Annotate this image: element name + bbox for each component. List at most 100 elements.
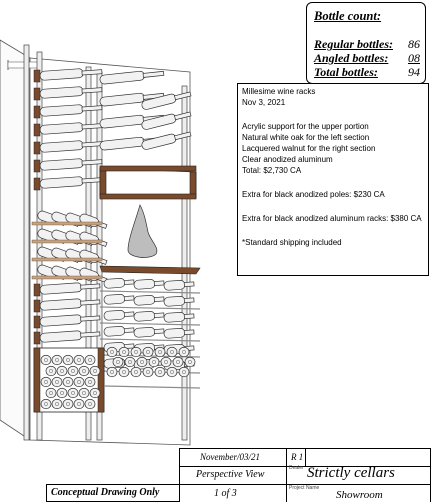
bottle-end: [89, 365, 101, 377]
bottle-end: [166, 366, 178, 378]
bottle: [39, 140, 103, 153]
bottle-punt: [88, 402, 92, 406]
bottle-body: [103, 309, 126, 321]
wood-cap: [33, 159, 41, 173]
bottle-punt: [170, 350, 174, 354]
bottle: [133, 310, 165, 322]
bottle-end: [106, 366, 118, 378]
bottle-punt: [66, 358, 70, 362]
bottle-neck: [123, 327, 135, 333]
notes-line: Extra for black anodized aluminum racks:…: [242, 214, 422, 223]
bottle: [103, 325, 135, 337]
bottle-end: [40, 354, 52, 366]
bottle-neck: [80, 315, 101, 322]
bottle-end: [73, 398, 85, 410]
bottle-neck: [81, 159, 103, 166]
wood-cap: [33, 87, 41, 101]
rack-pole: [36, 51, 43, 441]
aluminum-rack-rail: [99, 290, 201, 294]
bottle-neck: [153, 312, 165, 318]
bottle: [99, 92, 165, 107]
bottle-end: [51, 354, 63, 366]
bottle-end: [62, 398, 74, 410]
bottle: [163, 327, 195, 339]
bottle-end: [124, 356, 136, 368]
bottle: [163, 295, 195, 307]
drawing-date: November/03/21: [200, 452, 260, 462]
wood-cap: [33, 283, 41, 297]
display-box-bottom: [99, 193, 197, 200]
bottle-end: [154, 346, 166, 358]
bottle-neck: [153, 296, 165, 302]
bottle-body: [133, 278, 156, 290]
bottle-punt: [122, 350, 126, 354]
bottle-end: [112, 356, 124, 368]
wood-cap: [33, 69, 41, 83]
bottle-punt: [116, 360, 120, 364]
bottle-end: [40, 376, 52, 388]
bottle-count-box: Bottle count: Regular bottles: 86 Angled…: [306, 2, 426, 84]
oak-rail: [31, 239, 103, 244]
bottle-punt: [44, 380, 48, 384]
title-block-divider: [286, 448, 287, 502]
bottle-end: [184, 356, 196, 368]
bottle-end: [56, 387, 68, 399]
bottle-punt: [55, 402, 59, 406]
bottle-punt: [152, 360, 156, 364]
bottle-end: [154, 366, 166, 378]
bottle: [133, 326, 165, 338]
bottle-body: [133, 310, 156, 322]
bottle-body: [163, 295, 186, 307]
dealer-caption: Dealer: [289, 465, 304, 471]
wood-cap: [33, 141, 41, 155]
regular-bottles-label: Regular bottles:: [314, 37, 394, 51]
bottle-punt: [66, 402, 70, 406]
bottle-punt: [44, 358, 48, 362]
bottle-body: [133, 294, 156, 306]
bottle-end: [166, 346, 178, 358]
bottle-neck: [142, 70, 165, 78]
bottle-end: [51, 398, 63, 410]
angled-bottle: [141, 131, 192, 150]
angled-bottle: [141, 111, 192, 130]
bottle-neck: [123, 295, 135, 301]
bottle-end: [67, 365, 79, 377]
bottle-end: [130, 366, 142, 378]
regular-bottles-value: 86: [408, 37, 420, 51]
bottle-punt: [122, 370, 126, 374]
bottle-punt: [66, 380, 70, 384]
bottle-punt: [146, 350, 150, 354]
bottle-end: [51, 376, 63, 388]
bottle-punt: [146, 370, 150, 374]
bottle-end: [45, 365, 57, 377]
bottle-punt: [49, 391, 53, 395]
angled-bottles-value: 08: [408, 51, 420, 65]
bottle-punt: [71, 369, 75, 373]
bottle-punt: [77, 402, 81, 406]
bottle-neck: [123, 343, 135, 349]
bottle-punt: [93, 369, 97, 373]
bottle-punt: [134, 350, 138, 354]
bottle-punt: [182, 350, 186, 354]
bottle-end: [73, 376, 85, 388]
bottle-end: [78, 387, 90, 399]
bottle-punt: [170, 370, 174, 374]
bottle-punt: [55, 380, 59, 384]
bottle-neck: [174, 131, 192, 141]
bottle-end: [142, 346, 154, 358]
total-bottles-value: 94: [408, 65, 420, 79]
oak-rail: [31, 221, 103, 226]
bottle-punt: [60, 391, 64, 395]
conceptual-drawing-stamp: Conceptual Drawing Only: [51, 487, 160, 498]
bottle-neck: [183, 281, 195, 287]
bottle-count-title: Bottle count:: [314, 9, 382, 23]
bottle-neck: [183, 313, 195, 319]
wood-cap: [33, 177, 41, 191]
walnut-shelf: [99, 265, 201, 275]
bottle-end: [136, 356, 148, 368]
bottle-neck: [81, 105, 103, 112]
angled-bottle: [141, 91, 192, 110]
title-block-border: [430, 448, 431, 502]
bottle-punt: [93, 391, 97, 395]
view-name: Perspective View: [196, 469, 265, 480]
